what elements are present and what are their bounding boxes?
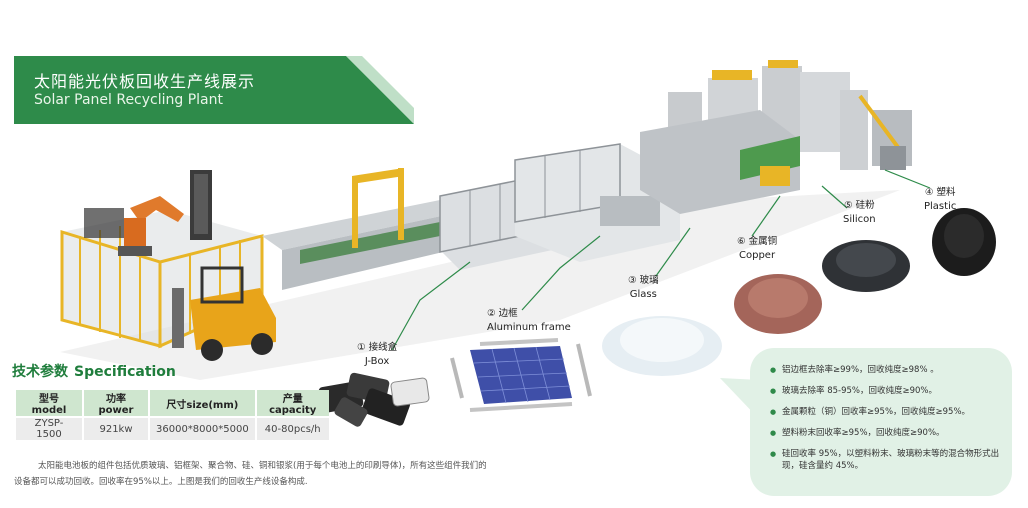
spec-data-row: ZYSP-1500 921kw 36000*8000*5000 40-80pcs… — [16, 418, 329, 440]
title-banner: 太阳能光伏板回收生产线展示 Solar Panel Recycling Plan… — [14, 56, 414, 124]
recovery-results-callout: 铝边框去除率≥99%，回收纯度≥98% 。 玻璃去除率 85-95%，回收纯度≥… — [750, 348, 1012, 496]
result-item: 硅回收率 95%，以塑料粉末、玻璃粉末等的混合物形式出现，硅含量约 45%。 — [770, 448, 1000, 472]
label-aluminum-frame: ② 边框 Aluminum frame — [487, 308, 571, 333]
result-item: 铝边框去除率≥99%，回收纯度≥98% 。 — [770, 364, 1000, 376]
label-silicon: ⑤ 硅粉 Silicon — [843, 200, 876, 225]
spec-cell-size: 36000*8000*5000 — [150, 418, 255, 440]
conveyor-section — [262, 168, 460, 290]
title-en: Solar Panel Recycling Plant — [34, 92, 223, 108]
title-cn: 太阳能光伏板回收生产线展示 — [34, 72, 256, 91]
label-glass: ③ 玻璃 Glass — [628, 275, 659, 300]
spec-cell-power: 921kw — [84, 418, 148, 440]
spec-header-row: 型号model 功率power 尺寸size(mm) 产量capacity — [16, 390, 329, 416]
label-plastic: ④ 塑料 Plastic — [924, 187, 957, 212]
result-item: 塑料粉末回收率≥95%，回收纯度≥90%。 — [770, 427, 1000, 439]
banner-shape — [14, 56, 414, 124]
spec-cell-model: ZYSP-1500 — [16, 418, 82, 440]
leader-lines — [391, 169, 931, 351]
spec-header-capacity: 产量capacity — [256, 390, 329, 416]
spec-cell-capacity: 40-80pcs/h — [256, 418, 329, 440]
result-item: 金属颗粒（铜）回收率≥95%，回收纯度≥95%。 — [770, 406, 1000, 418]
spec-header-power: 功率power — [84, 390, 148, 416]
robot-cell — [60, 170, 276, 361]
label-j-box: ① 接线盒 J-Box — [357, 342, 398, 367]
j-box-image — [318, 372, 430, 427]
label-copper: ⑥ 金属铜 Copper — [737, 236, 778, 261]
framing-machines — [439, 143, 680, 270]
description-text: 太阳能电池板的组件包括优质玻璃、铝框架、聚合物、硅、铜和银浆(用于每个电池上的印… — [14, 461, 487, 487]
spec-header-model: 型号model — [16, 390, 82, 416]
recovery-results-list: 铝边框去除率≥99%，回收纯度≥98% 。 玻璃去除率 85-95%，回收纯度≥… — [770, 364, 1000, 481]
crushing-separating-machines — [640, 60, 912, 214]
spec-table: 型号model 功率power 尺寸size(mm) 产量capacity ZY… — [14, 388, 331, 442]
aluminum-frame-image — [450, 338, 592, 412]
spec-header-size: 尺寸size(mm) — [150, 390, 255, 416]
result-item: 玻璃去除率 85-95%，回收纯度≥90%。 — [770, 385, 1000, 397]
